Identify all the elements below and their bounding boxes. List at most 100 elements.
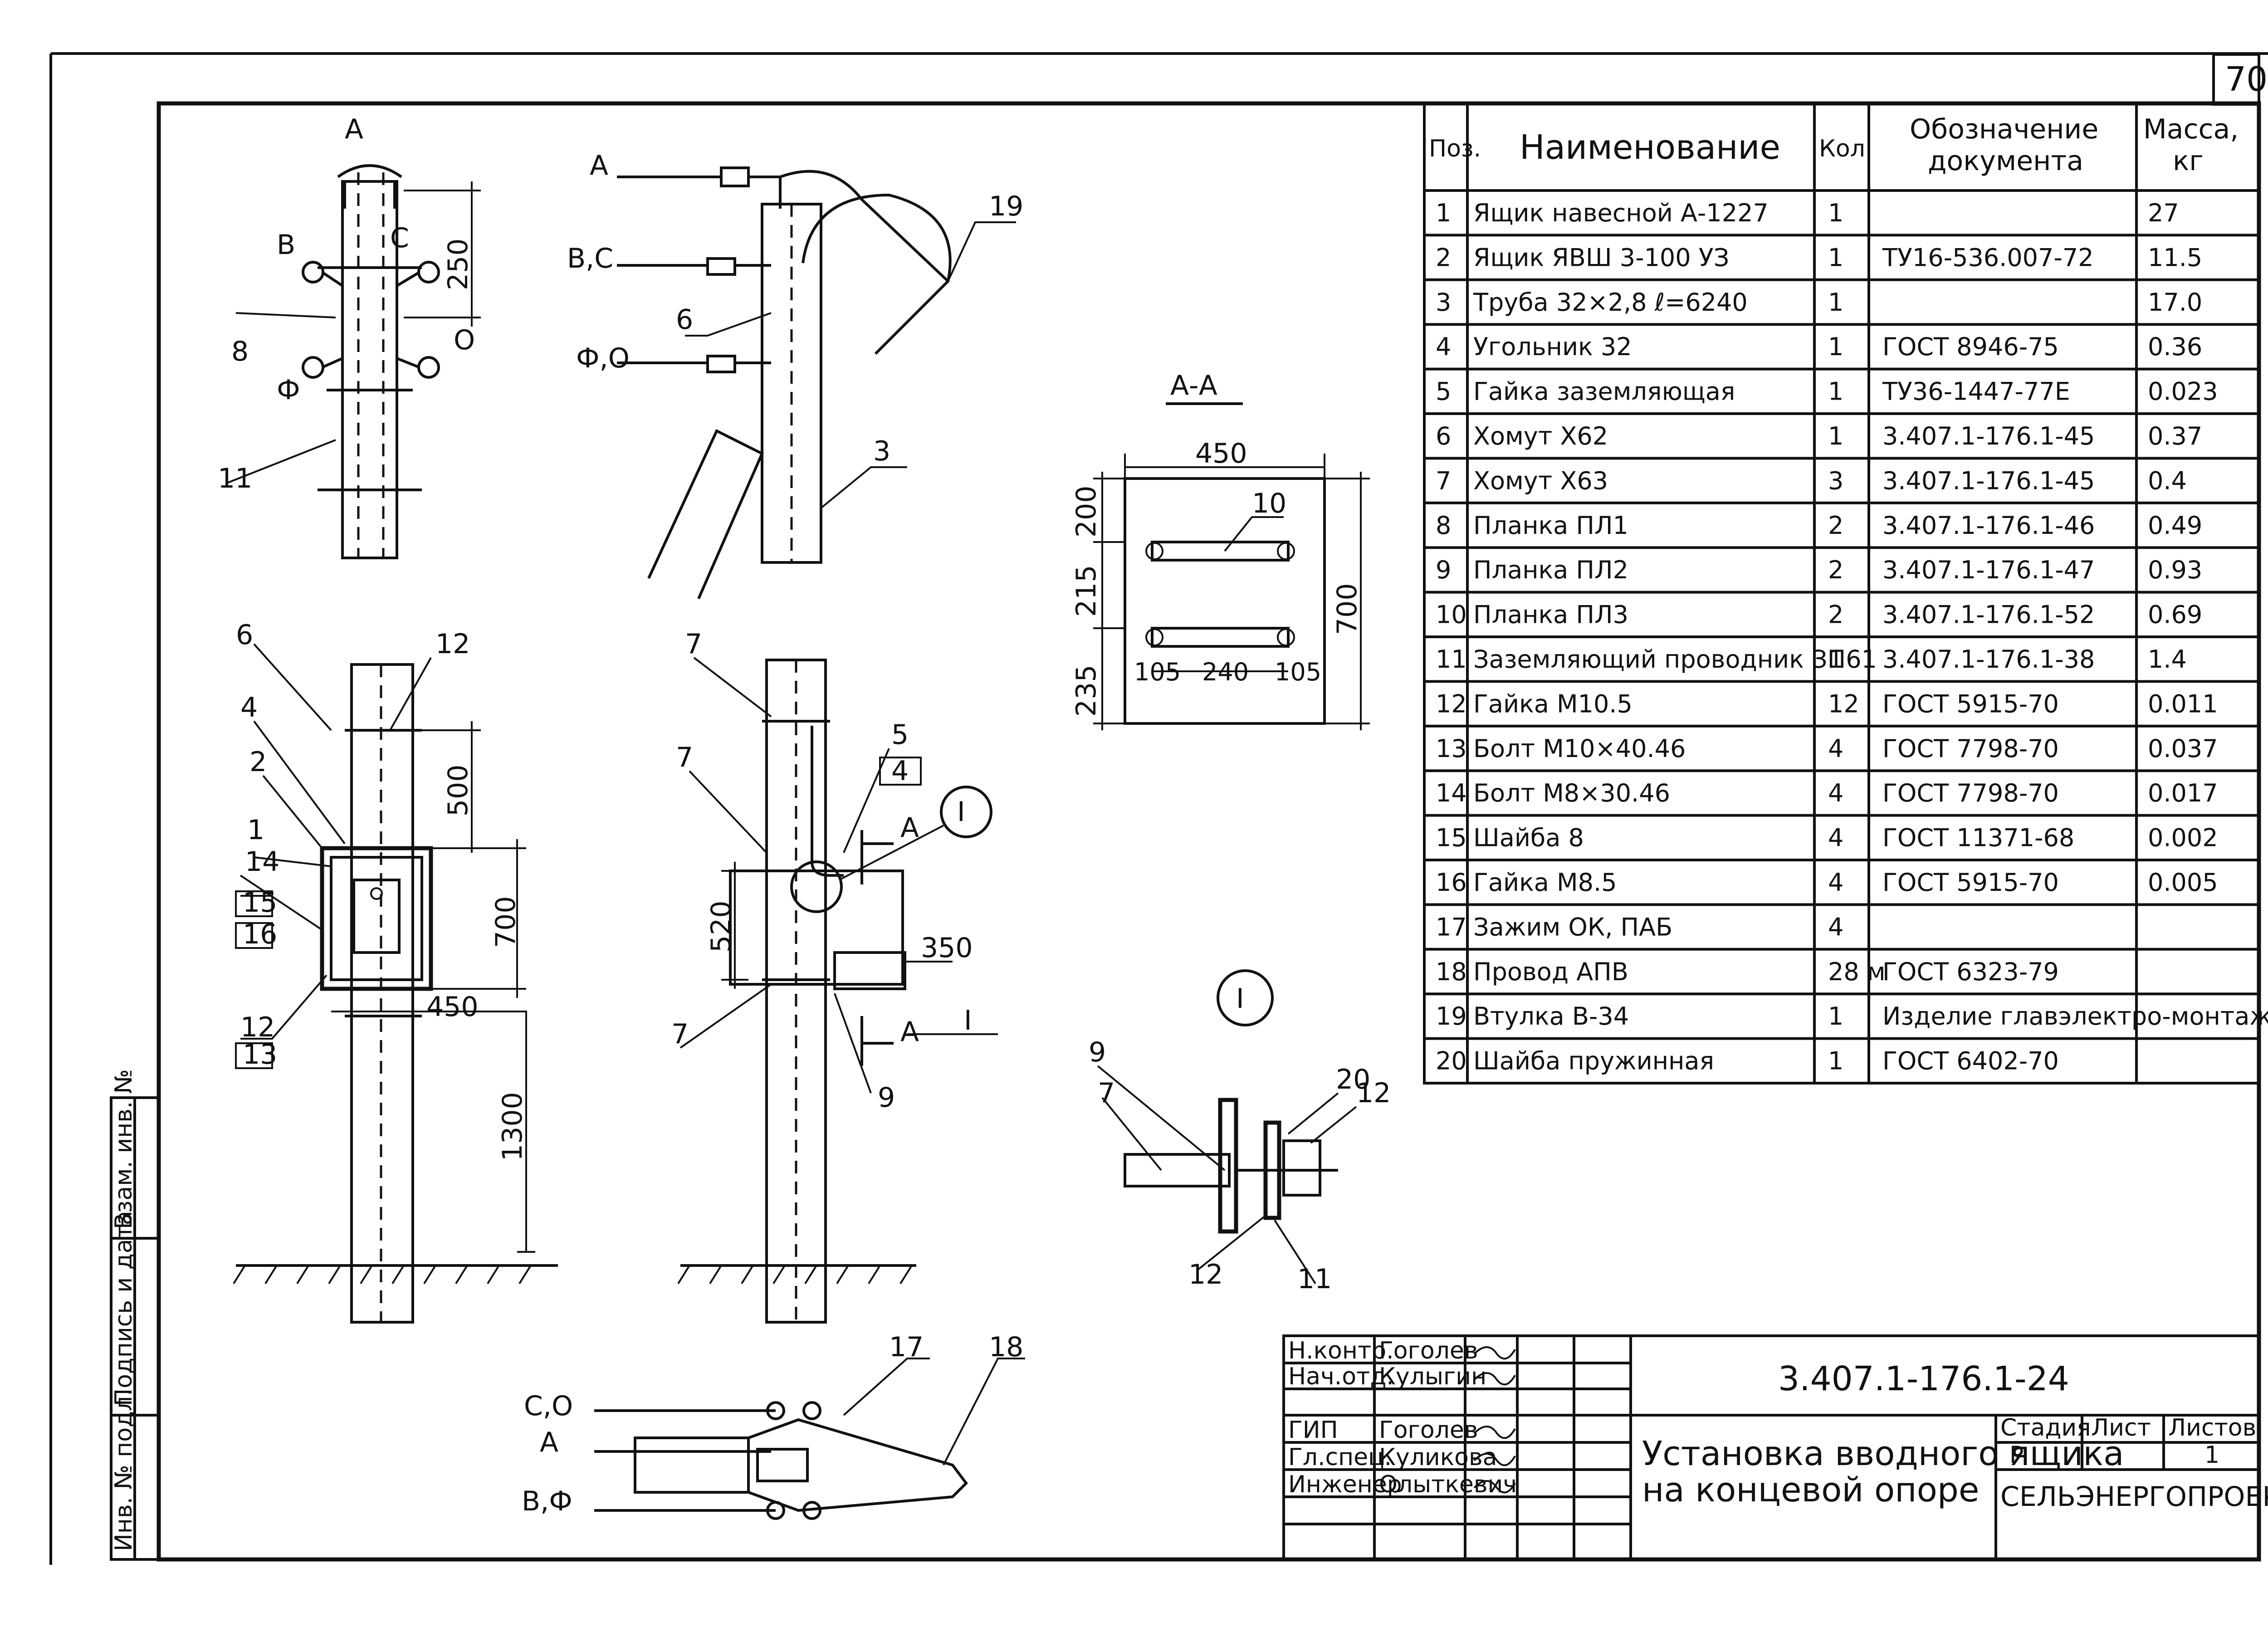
spec-cell-doc: 3.407.1-176.1-52 xyxy=(1882,601,2095,629)
spec-cell-mass: 11.5 xyxy=(2148,243,2202,272)
svg-text:19: 19 xyxy=(989,191,1023,222)
spec-cell-name: Хомут Х62 xyxy=(1473,422,1608,450)
section-label: А-А xyxy=(1170,370,1217,401)
spec-cell-pos: 11 xyxy=(1436,645,1467,674)
spec-cell-mass: 0.36 xyxy=(2148,332,2202,361)
svg-text:215: 215 xyxy=(1070,565,1102,617)
svg-text:15: 15 xyxy=(243,887,277,919)
svg-text:Лист: Лист xyxy=(2091,1414,2151,1441)
spec-cell-qty: 4 xyxy=(1828,913,1843,941)
svg-text:1: 1 xyxy=(2204,1441,2219,1469)
spec-cell-qty: 28 м xyxy=(1828,958,1886,986)
stamp-sign-date: Подпись и дата xyxy=(110,1211,137,1406)
spec-table: Поз. Наименование Кол Обозначение докуме… xyxy=(1423,102,2268,1085)
hdr-mass-2: кг xyxy=(2173,145,2204,177)
spec-cell-name: Втулка В-34 xyxy=(1473,1002,1629,1031)
spec-cell-qty: 1 xyxy=(1828,1002,1843,1031)
spec-cell-doc: ТУ16-536.007-72 xyxy=(1882,243,2094,272)
title-line-2: на концевой опоре xyxy=(1642,1471,1979,1510)
spec-cell-mass: 0.017 xyxy=(2148,779,2218,807)
spec-cell-qty: 3 xyxy=(1828,466,1843,495)
spec-cell-qty: 1 xyxy=(1828,422,1843,450)
svg-text:Стадия: Стадия xyxy=(2000,1414,2091,1441)
spec-cell-name: Болт М10×40.46 xyxy=(1473,734,1686,763)
svg-text:2: 2 xyxy=(249,746,267,778)
spec-cell-mass: 0.002 xyxy=(2148,824,2218,852)
hdr-pos: Поз. xyxy=(1429,135,1481,162)
view-a-label: А xyxy=(345,113,363,145)
spec-cell-doc: ГОСТ 8946-75 xyxy=(1882,332,2059,361)
spec-cell-qty: 1 xyxy=(1828,1047,1843,1075)
spec-cell-mass: 0.011 xyxy=(2148,689,2218,718)
svg-text:I: I xyxy=(957,796,965,828)
spec-cell-name: Ящик навесной А-1227 xyxy=(1473,199,1769,227)
svg-text:В,С: В,С xyxy=(567,243,613,274)
spec-cell-doc: ГОСТ 7798-70 xyxy=(1882,734,2059,763)
svg-text:Ф,О: Ф,О xyxy=(576,342,630,374)
spec-cell-mass: 0.93 xyxy=(2148,556,2202,584)
svg-text:3: 3 xyxy=(873,435,890,467)
spec-cell-doc: ГОСТ 6402-70 xyxy=(1882,1047,2059,1075)
spec-cell-name: Планка ПЛ2 xyxy=(1473,556,1628,584)
spec-cell-pos: 5 xyxy=(1436,377,1451,406)
spec-cell-name: Угольник 32 xyxy=(1473,332,1632,361)
signer-role: Гл.спец. xyxy=(1288,1444,1392,1471)
hdr-doc-1: Обозначение xyxy=(1910,113,2098,145)
svg-text:10: 10 xyxy=(1252,488,1286,519)
spec-cell-pos: 14 xyxy=(1436,779,1467,807)
spec-cell-doc: 3.407.1-176.1-38 xyxy=(1882,645,2095,674)
svg-text:450: 450 xyxy=(426,991,479,1023)
spec-cell-name: Труба 32×2,8 ℓ=6240 xyxy=(1473,288,1748,317)
spec-cell-qty: 4 xyxy=(1828,734,1843,763)
svg-text:9: 9 xyxy=(878,1082,895,1114)
spec-cell-qty: 2 xyxy=(1828,601,1843,629)
hdr-qty: Кол xyxy=(1819,135,1865,162)
signer-role: Инженер xyxy=(1288,1471,1402,1498)
spec-cell-qty: 1 xyxy=(1828,199,1843,227)
spec-cell-mass: 0.49 xyxy=(2148,511,2202,540)
svg-text:5: 5 xyxy=(891,719,909,751)
signature-mark xyxy=(1473,1372,1516,1386)
spec-cell-doc: ГОСТ 7798-70 xyxy=(1882,779,2059,807)
svg-text:16: 16 xyxy=(243,919,277,950)
spec-cell-pos: 10 xyxy=(1436,601,1467,629)
spec-cell-name: Болт М8×30.46 xyxy=(1473,779,1670,807)
spec-cell-pos: 17 xyxy=(1436,913,1467,941)
spec-cell-pos: 7 xyxy=(1436,466,1451,495)
spec-cell-doc: ГОСТ 6323-79 xyxy=(1882,958,2059,986)
svg-text:500: 500 xyxy=(442,764,474,816)
svg-text:7: 7 xyxy=(676,742,693,773)
signer-name: Куликова xyxy=(1379,1444,1497,1471)
svg-text:7: 7 xyxy=(1098,1077,1115,1109)
spec-cell-pos: 15 xyxy=(1436,824,1467,852)
svg-text:12: 12 xyxy=(1188,1259,1223,1290)
spec-cell-pos: 8 xyxy=(1436,511,1451,540)
spec-cell-pos: 16 xyxy=(1436,868,1467,897)
spec-cell-pos: 1 xyxy=(1436,199,1451,227)
spec-cell-mass: 1.4 xyxy=(2148,645,2187,674)
spec-cell-mass: 27 xyxy=(2148,199,2179,227)
spec-cell-mass: 0.023 xyxy=(2148,377,2218,406)
svg-text:700: 700 xyxy=(490,896,522,948)
svg-text:О: О xyxy=(454,324,475,356)
svg-text:8: 8 xyxy=(231,336,249,367)
sheet-number: 70. xyxy=(2225,60,2268,99)
spec-cell-doc: 3.407.1-176.1-45 xyxy=(1882,422,2095,450)
svg-text:А: А xyxy=(590,150,608,181)
title-line-1: Установка вводного ящика xyxy=(1642,1434,2124,1473)
spec-cell-doc: ГОСТ 5915-70 xyxy=(1882,689,2059,718)
spec-cell-mass: 0.005 xyxy=(2148,868,2218,897)
spec-cell-qty: 1 xyxy=(1828,332,1843,361)
doc-code: 3.407.1-176.1-24 xyxy=(1778,1359,2069,1398)
spec-cell-qty: 1 xyxy=(1828,377,1843,406)
